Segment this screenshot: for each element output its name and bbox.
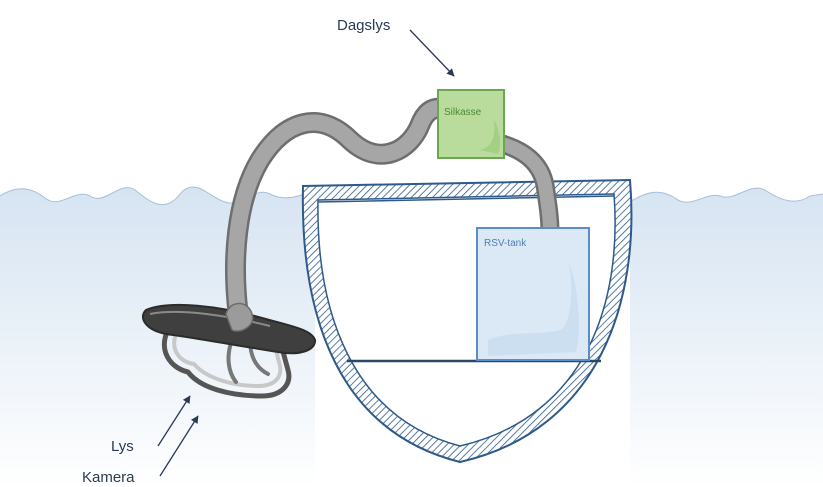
trawl-mouth-highlight [149, 310, 271, 327]
daylight-arrow [409, 29, 455, 77]
suction-hose-body [227, 100, 448, 320]
rsw-tank-highlight [488, 262, 579, 356]
hull-deck-line [317, 195, 615, 203]
outflow-hose-body [488, 135, 557, 239]
sieve-box-shading [480, 120, 501, 154]
sea-water-right [630, 188, 823, 487]
trawl-frame-outer [161, 328, 292, 399]
hose-connector [225, 302, 254, 332]
light-arrow [157, 395, 191, 447]
sieve-box-label: Silkasse [444, 107, 482, 118]
daylight-label: Dagslys [337, 17, 390, 34]
rsw-tank-label: RSV-tank [484, 238, 527, 249]
sieve-box [437, 89, 505, 159]
trawl-camera-unit [141, 302, 316, 399]
sea-surface-line-right [629, 187, 823, 203]
trawl-frame-inner [172, 333, 283, 388]
camera-label: Kamera [82, 469, 135, 486]
camera-arrow [159, 415, 199, 477]
sea-surface-line [0, 186, 316, 206]
light-label: Lys [111, 438, 134, 455]
